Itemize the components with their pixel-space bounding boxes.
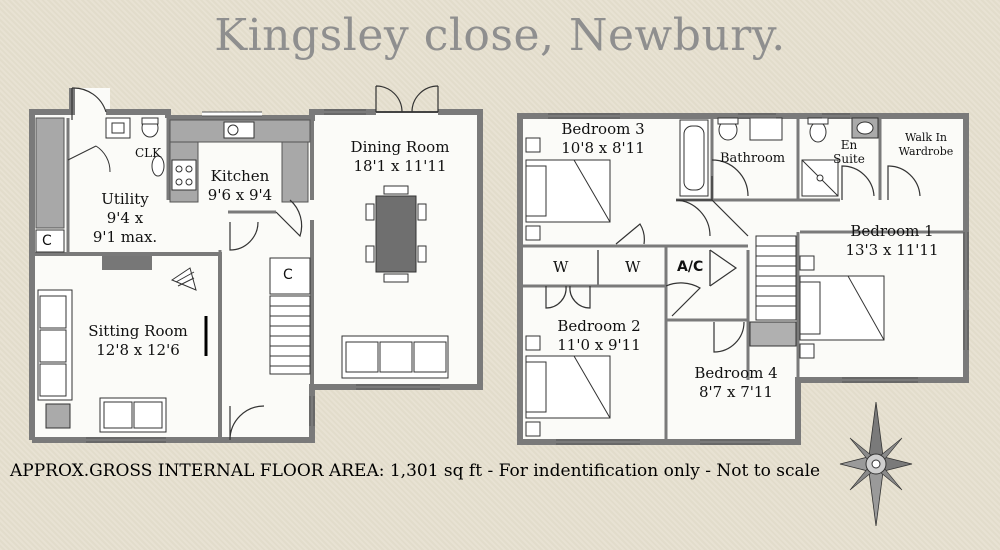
utility-counter [35, 117, 65, 229]
utility-label: Utility 9'4 x 9'1 max. [80, 190, 170, 247]
bedroom2-name: Bedroom 2 [557, 317, 641, 335]
dining-label: Dining Room 18'1 x 11'11 [330, 138, 470, 176]
wardrobe-left-label: W [553, 258, 569, 276]
dining-table [365, 185, 427, 283]
utility-name: Utility [101, 190, 149, 208]
bedroom1-label: Bedroom 1 13'3 x 11'11 [836, 222, 948, 260]
walk-in-line-1: Walk In [904, 131, 948, 144]
kitchen-label: Kitchen 9'6 x 9'4 [196, 167, 284, 205]
cloakroom-fittings [105, 117, 165, 177]
sitting-label: Sitting Room 12'8 x 12'6 [80, 322, 196, 360]
dining-name: Dining Room [350, 138, 450, 156]
utility-cupboard-label: C [42, 233, 52, 249]
bathroom-label: Bathroom [720, 151, 786, 166]
walk-in-line-2: Wardrobe [898, 145, 954, 158]
airing-cupboard-label: A/C [677, 259, 704, 275]
ground-doors [71, 85, 439, 441]
en-suite-line-2: Suite [833, 152, 865, 166]
bathroom-fittings [679, 117, 879, 197]
first-floor [520, 116, 966, 442]
ground-stairs [269, 295, 311, 375]
sitting-dims: 12'8 x 12'6 [96, 341, 180, 359]
bedroom1-dims: 13'3 x 11'11 [845, 241, 939, 259]
hall-cupboard-label: C [283, 267, 293, 283]
page-title: Kingsley close, Newbury. [214, 10, 786, 61]
ground-windows [86, 109, 440, 443]
bedroom2-dims: 11'0 x 9'11 [557, 336, 641, 354]
dining-dims: 18'1 x 11'11 [353, 157, 447, 175]
first-floor-beds [525, 137, 885, 437]
bedroom1-name: Bedroom 1 [850, 222, 934, 240]
compass-rose-icon [839, 401, 913, 527]
bedroom3-name: Bedroom 3 [561, 120, 645, 138]
first-floor-windows [548, 113, 969, 445]
bedroom4-dims: 8'7 x 7'11 [699, 383, 773, 401]
bedroom4-label: Bedroom 4 8'7 x 7'11 [686, 364, 786, 402]
sitting-name: Sitting Room [88, 322, 188, 340]
kitchen-dims: 9'6 x 9'4 [207, 186, 273, 204]
utility-dims-2: 9'1 max. [92, 228, 158, 246]
first-floor-stairs [749, 235, 797, 347]
wardrobe-mid-label: W [625, 258, 641, 276]
kitchen-name: Kitchen [210, 167, 270, 185]
bedroom3-dims: 10'8 x 8'11 [561, 139, 645, 157]
utility-dims-1: 9'4 x [106, 209, 144, 227]
walk-in-wardrobe-label: Walk In Wardrobe [888, 131, 964, 159]
en-suite-line-1: En [840, 138, 858, 152]
kitchen-fittings [171, 121, 255, 191]
clk-label: CLK [135, 146, 162, 160]
utility-cupboard [35, 229, 65, 253]
sitting-furniture [37, 256, 197, 433]
bedroom4-name: Bedroom 4 [694, 364, 778, 382]
en-suite-label: En Suite [826, 138, 872, 166]
hall-cupboard [269, 257, 311, 295]
floor-area-note: APPROX.GROSS INTERNAL FLOOR AREA: 1,301 … [10, 461, 821, 481]
first-floor-doors [545, 159, 921, 353]
bedroom2-label: Bedroom 2 11'0 x 9'11 [544, 317, 654, 355]
dining-sofa [341, 335, 449, 379]
first-floor-walls [517, 113, 969, 445]
bedroom3-label: Bedroom 3 10'8 x 8'11 [548, 120, 658, 158]
